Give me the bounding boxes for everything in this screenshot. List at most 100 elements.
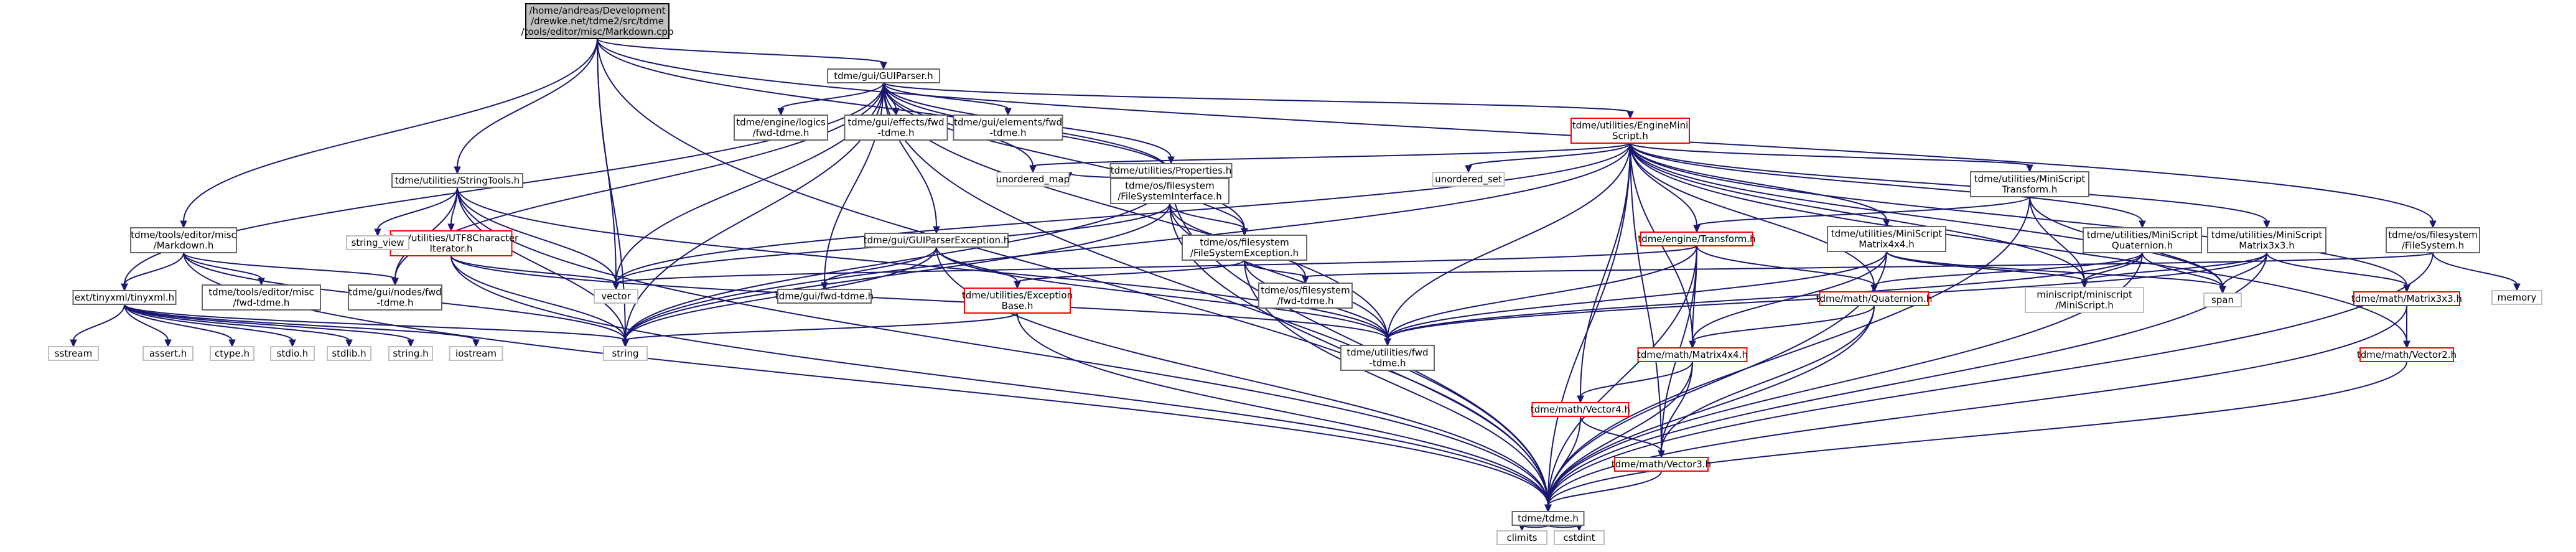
node-label: -tdme.h <box>1370 358 1406 369</box>
node-properties[interactable]: tdme/utilities/Properties.h <box>1109 163 1233 178</box>
edge-arrowhead <box>1577 395 1584 404</box>
edge-editorMarkdown-to-tinyxml <box>121 252 184 292</box>
edge-line <box>1547 416 1581 506</box>
edge-line <box>1661 361 1693 452</box>
node-editorFwd[interactable]: tdme/tools/editor/misc/fwd-tdme.h <box>202 284 321 311</box>
edge-line <box>1170 177 1549 506</box>
node-box <box>210 346 254 361</box>
node-unordered_set: unordered_set <box>1432 172 1505 187</box>
edge-arrowhead <box>1014 281 1021 289</box>
node-box <box>864 233 1009 248</box>
edge-arrowhead <box>1544 504 1552 513</box>
edge-line <box>615 245 1697 284</box>
node-label: tdme/utilities/Exception <box>962 290 1073 301</box>
node-guiParserException[interactable]: tdme/gui/GUIParserException.h <box>864 233 1010 248</box>
node-box <box>1110 178 1230 204</box>
edge-arrowhead <box>2026 164 2033 173</box>
edge-line <box>824 246 937 284</box>
node-box <box>391 173 523 188</box>
node-box <box>1496 530 1547 545</box>
node-matrix3x3[interactable]: tdme/math/Matrix3x3.h <box>2351 291 2462 306</box>
edge-line <box>1580 361 1693 397</box>
node-unordered_map: unordered_map <box>996 172 1070 187</box>
node-box <box>270 346 315 361</box>
edge-arrowhead <box>2263 220 2270 229</box>
node-utilitiesFwd[interactable]: tdme/utilities/fwd-tdme.h <box>1340 345 1435 371</box>
node-logicsFwd[interactable]: tdme/engine/logics/fwd-tdme.h <box>734 115 828 141</box>
edge-line <box>936 246 1549 506</box>
edge-transform-to-vector <box>612 245 1697 291</box>
edge-line <box>124 304 293 341</box>
node-label: tdme/os/filesystem <box>1261 285 1350 296</box>
edge-arrowhead <box>1626 111 1634 119</box>
node-transform[interactable]: tdme/engine/Transform.h <box>1638 232 1756 246</box>
edge-line <box>183 252 396 279</box>
edge-line <box>1387 252 2143 340</box>
edge-tinyxml-to-string <box>124 304 629 348</box>
node-editorMarkdown[interactable]: tdme/tools/editor/misc/Markdown.h <box>130 227 237 253</box>
node-box <box>2025 287 2144 313</box>
edge-arrowhead <box>345 339 353 348</box>
node-tdme[interactable]: tdme/tdme.h <box>1511 511 1585 526</box>
node-label: tdme/gui/effects/fwd <box>847 117 944 128</box>
edge-arrowhead <box>2219 286 2226 294</box>
edge-line <box>883 82 1009 110</box>
edge-line <box>2084 252 2143 282</box>
edge-line <box>124 304 169 341</box>
edge-line <box>1017 312 1549 506</box>
node-guiparser[interactable]: tdme/gui/GUIParser.h <box>827 68 940 83</box>
node-memory: memory <box>2491 290 2542 305</box>
node-fsFwd[interactable]: tdme/os/filesystem/fwd-tdme.h <box>1258 283 1353 309</box>
node-vector4[interactable]: tdme/math/Vector4.h <box>1531 402 1630 417</box>
node-vector3[interactable]: tdme/math/Vector3.h <box>1612 457 1711 472</box>
edge-line <box>457 38 598 168</box>
node-stringtools[interactable]: tdme/utilities/StringTools.h <box>391 173 523 188</box>
edge-tinyxml-to-sstream <box>70 304 125 348</box>
edge-line <box>625 177 1172 341</box>
node-vector2[interactable]: tdme/math/Vector2.h <box>2357 347 2457 362</box>
edge-arrowhead <box>880 62 887 70</box>
node-label: tdme/os/filesystem <box>1125 180 1214 192</box>
node-stdio: stdio.h <box>270 346 315 361</box>
node-label: tdme/utilities/MiniScript <box>1974 174 2086 185</box>
node-label: vector <box>601 291 631 302</box>
edge-line <box>1547 143 1631 506</box>
node-box <box>2386 227 2480 253</box>
node-fsInterface[interactable]: tdme/os/filesystem/FileSystemInterface.h <box>1110 178 1230 204</box>
node-label: tdme/utilities/fwd <box>1346 347 1428 358</box>
node-quaternion[interactable]: tdme/math/Quaternion.h <box>1816 291 1933 306</box>
node-guiFwd[interactable]: tdme/gui/fwd-tdme.h <box>775 289 874 304</box>
node-stringh: string.h <box>388 346 433 361</box>
node-effectsFwd[interactable]: tdme/gui/effects/fwd-tdme.h <box>844 115 948 141</box>
edge-root-to-stringtools <box>454 38 598 175</box>
edge-arrowhead <box>2403 284 2410 293</box>
edge-line <box>457 187 1549 506</box>
node-guiNodesFwd[interactable]: tdme/gui/nodes/fwd-tdme.h <box>348 284 442 311</box>
edge-line <box>1017 260 1245 283</box>
node-elementsFwd[interactable]: tdme/gui/elements/fwd-tdme.h <box>953 115 1063 141</box>
node-fsException[interactable]: tdme/os/filesystem/FileSystemException.h <box>1182 235 1307 261</box>
node-matrix4x4[interactable]: tdme/math/Matrix4x4.h <box>1637 347 1748 362</box>
node-cstdint: cstdint <box>1554 530 1605 545</box>
edge-tinyxml-to-assert <box>124 304 172 348</box>
edge-arrowhead <box>2403 340 2410 349</box>
edge-line <box>2084 252 2267 282</box>
edge-line <box>1244 260 1306 278</box>
edge-msMatrix4x4-to-tdme <box>1544 251 1887 513</box>
node-tinyxml[interactable]: ext/tinyxml/tinyxml.h <box>72 290 177 305</box>
node-label: /fwd-tdme.h <box>753 128 810 139</box>
node-fsFileSystem[interactable]: tdme/os/filesystem/FileSystem.h <box>2386 227 2480 253</box>
node-label: ext/tinyxml/tinyxml.h <box>75 292 174 303</box>
node-ctype: ctype.h <box>210 346 254 361</box>
node-label: tdme/math/Matrix4x4.h <box>1637 349 1748 360</box>
edge-line <box>1547 470 1662 506</box>
node-box <box>2207 227 2326 253</box>
edge-arrowhead <box>374 228 381 237</box>
